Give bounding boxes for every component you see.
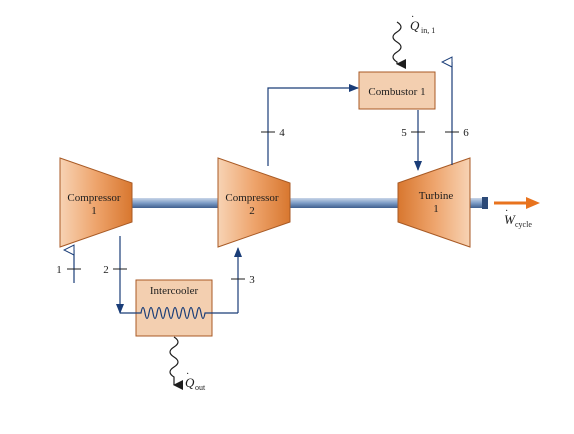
svg-text:Compressor: Compressor — [225, 192, 279, 204]
svg-text:1: 1 — [433, 203, 439, 215]
svg-text:Q: Q — [185, 375, 195, 390]
work-label: W · cycle — [504, 206, 532, 229]
svg-text:·: · — [411, 12, 414, 23]
state-1-label: 1 — [56, 264, 62, 276]
state-6-label: 6 — [463, 127, 469, 139]
flow-4 — [267, 84, 359, 166]
svg-text:out: out — [195, 383, 206, 392]
state-3-label: 3 — [249, 274, 255, 286]
svg-text:Q: Q — [410, 18, 420, 33]
turbine-1: Turbine 1 — [397, 157, 471, 248]
shaft — [128, 198, 488, 208]
svg-text:W: W — [504, 212, 516, 227]
shaft-end — [482, 197, 488, 209]
combustor-1: Combustor 1 — [358, 71, 436, 110]
heat-out-squiggle — [169, 336, 183, 390]
heat-in-squiggle — [392, 21, 406, 69]
intercooler: Intercooler — [120, 279, 238, 337]
svg-text:Compressor: Compressor — [67, 192, 121, 204]
svg-text:Turbine: Turbine — [419, 190, 454, 202]
svg-text:Intercooler: Intercooler — [150, 285, 199, 297]
work-output-arrow — [494, 197, 540, 209]
state-2-label: 2 — [103, 264, 109, 276]
svg-text:Combustor 1: Combustor 1 — [368, 86, 425, 98]
heat-out-label: Q · out — [185, 369, 206, 392]
svg-text:in, 1: in, 1 — [421, 26, 435, 35]
compressor-2: Compressor 2 — [217, 157, 291, 248]
svg-text:1: 1 — [91, 205, 97, 217]
heat-in-label: Q · in, 1 — [410, 12, 435, 35]
svg-text:·: · — [186, 369, 189, 380]
state-5-label: 5 — [401, 127, 407, 139]
svg-text:cycle: cycle — [515, 220, 532, 229]
svg-text:2: 2 — [249, 205, 255, 217]
state-4-label: 4 — [279, 127, 285, 139]
svg-text:·: · — [505, 206, 508, 217]
compressor-1: Compressor 1 — [59, 157, 133, 248]
intercooler-coil — [120, 306, 238, 320]
